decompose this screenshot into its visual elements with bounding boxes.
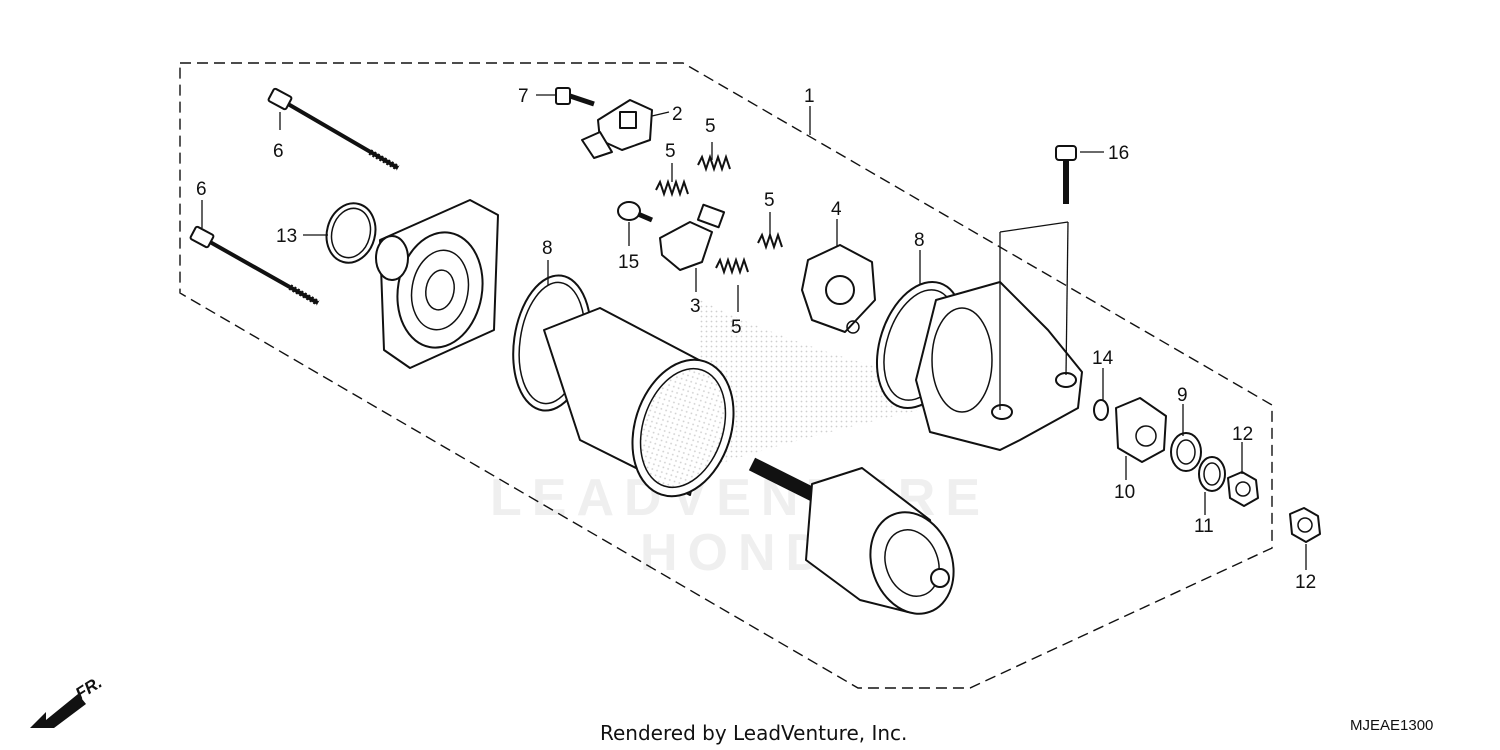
armature	[748, 457, 955, 615]
callout-12b: 12	[1295, 572, 1316, 593]
callout-16: 16	[1108, 143, 1129, 164]
brush-screw	[555, 87, 595, 107]
rear-cover	[375, 199, 499, 369]
brush-insulator	[801, 244, 876, 334]
brush-holder-screw	[617, 201, 653, 223]
callout-4: 4	[831, 199, 842, 220]
spring-2	[655, 178, 689, 198]
spring-1	[697, 153, 731, 173]
callout-5d: 5	[731, 317, 742, 338]
callout-7: 7	[518, 86, 529, 107]
callout-13: 13	[276, 226, 297, 247]
callout-14: 14	[1092, 348, 1114, 369]
callout-6a: 6	[273, 141, 284, 162]
washer	[1170, 432, 1202, 472]
o-ring	[325, 202, 377, 264]
callout-11: 11	[1194, 516, 1214, 537]
spacer-washer	[1198, 456, 1226, 492]
callout-1: 1	[804, 86, 815, 107]
front-cover	[915, 281, 1083, 451]
brush-holder	[581, 99, 653, 159]
callout-8b: 8	[914, 230, 925, 251]
callout-2: 2	[672, 104, 683, 125]
watermark-wing-shape	[700, 300, 960, 470]
diagram-code: MJEAE1300	[1350, 717, 1433, 734]
yoke	[543, 307, 735, 498]
front-direction-indicator: FR.	[30, 673, 105, 728]
front-cover-bolt	[1055, 145, 1077, 204]
callout-3: 3	[690, 296, 701, 317]
clutch-sleeve	[1115, 397, 1167, 463]
bolt-lower	[189, 225, 320, 306]
brush	[659, 203, 726, 271]
nut-lower	[1289, 507, 1321, 543]
callout-9: 9	[1177, 385, 1188, 406]
washer-small	[1093, 399, 1109, 421]
callout-10: 10	[1114, 482, 1135, 503]
nut-upper	[1227, 471, 1259, 507]
callout-5a: 5	[705, 116, 716, 137]
spring-4	[715, 256, 749, 276]
bolt-upper	[267, 87, 400, 171]
callout-12a: 12	[1232, 424, 1253, 445]
leader-lines	[201, 94, 1307, 570]
callout-5c: 5	[764, 190, 775, 211]
front-arrow-icon	[30, 694, 86, 728]
credit-text: Rendered by LeadVenture, Inc.	[600, 721, 907, 745]
callout-8a: 8	[542, 238, 553, 259]
callouts: 1 2 3 4 5 5 5 5 6 6 7 8 8 9 10 11 12 12 …	[196, 86, 1316, 593]
callout-6b: 6	[196, 179, 207, 200]
callout-15: 15	[618, 252, 639, 273]
assembly-boundary	[179, 62, 1273, 689]
callout-5b: 5	[665, 141, 676, 162]
